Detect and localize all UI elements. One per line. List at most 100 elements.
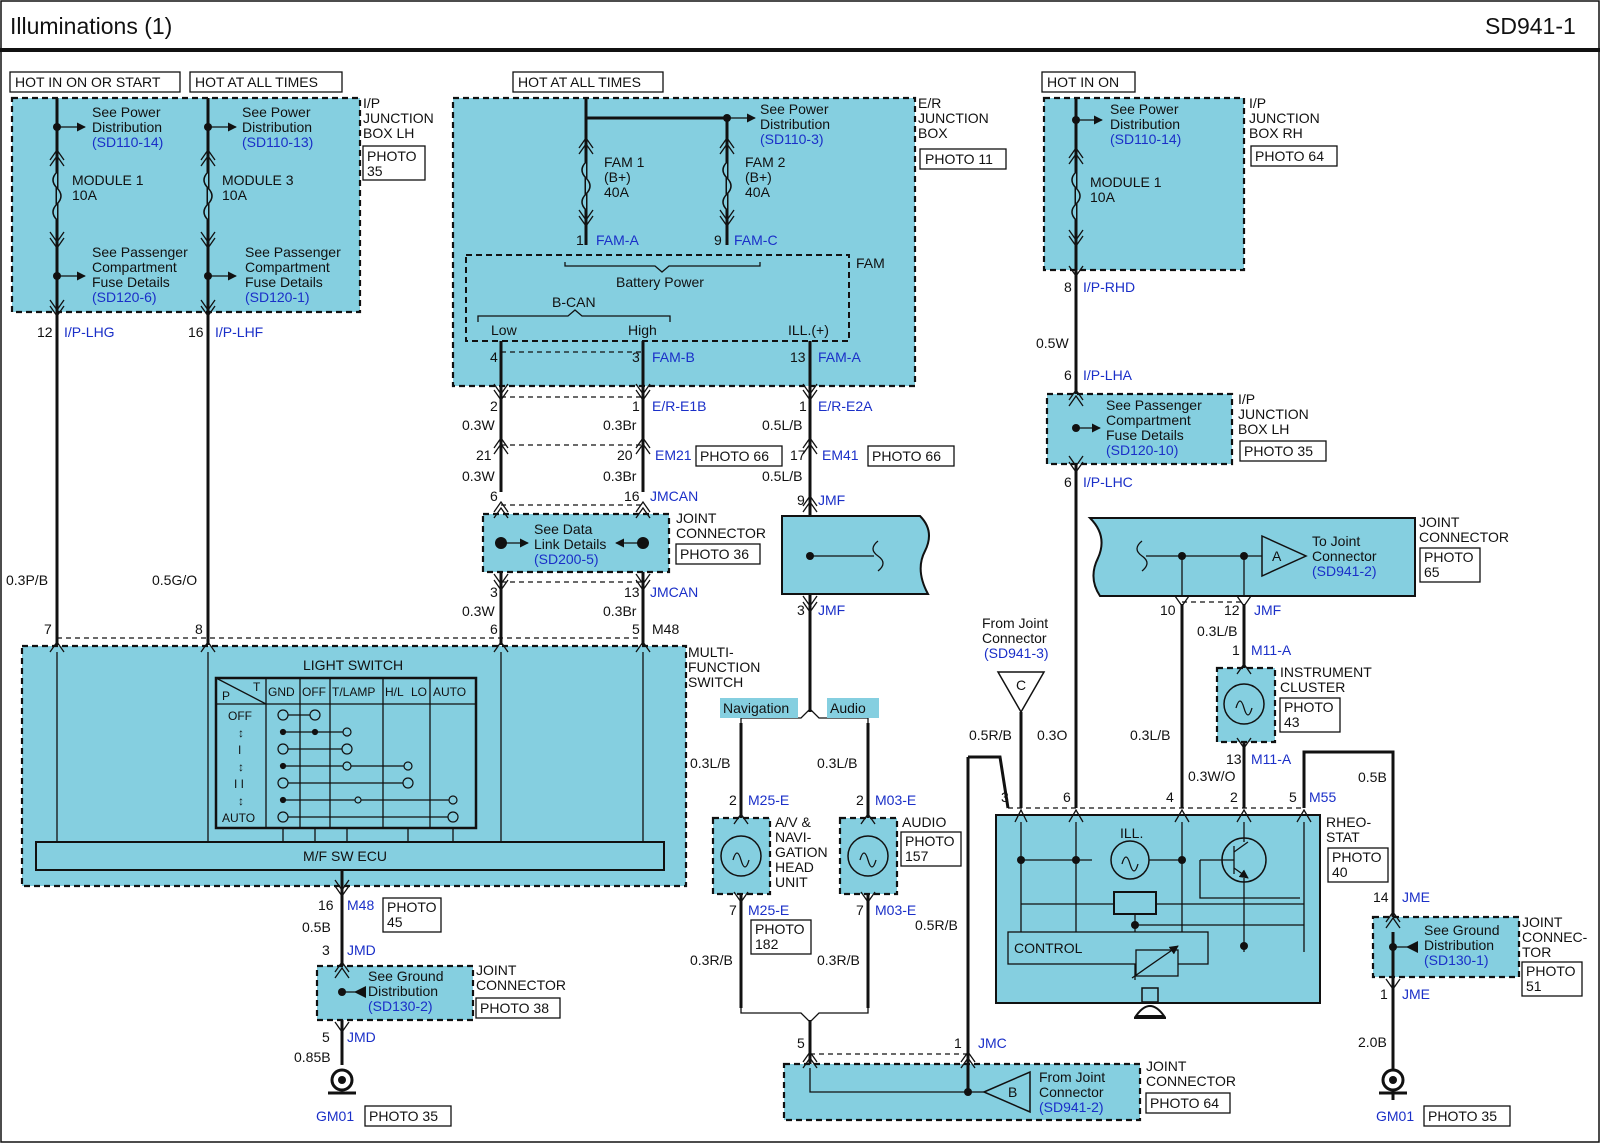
page-title: Illuminations (1) (10, 13, 172, 39)
hot-on-start-label: HOT IN ON OR START (15, 74, 161, 90)
jmcan-pin-6: 6 (490, 488, 498, 504)
wire-05b: 0.5B (302, 919, 331, 935)
light-switch-title: LIGHT SWITCH (303, 657, 403, 673)
m48-pin-6: 6 (490, 621, 498, 637)
rheo-label-1: RHEO- (1326, 814, 1371, 830)
fam-a2-conn: FAM-A (818, 349, 861, 365)
ic-photo-1: PHOTO (1284, 699, 1334, 715)
fam2-l3: 40A (745, 184, 771, 200)
ill-lamp-label: ILL. (1120, 825, 1143, 841)
ipjb-lh-photo-1: PHOTO (367, 148, 417, 164)
conn-jmc: JMC (978, 1035, 1007, 1051)
wire-05lb-2: 0.5L/B (762, 468, 802, 484)
jme-pin-1: 1 (1380, 986, 1388, 1002)
wire-05lb-1: 0.5L/B (762, 417, 802, 433)
hot-all-times-label-2: HOT AT ALL TIMES (518, 74, 641, 90)
av-label-1: A/V & (775, 814, 811, 830)
wire-03lb-ic: 0.3L/B (1197, 623, 1237, 639)
jmcan-pin-16: 16 (624, 488, 640, 504)
conn-ip-lhc: I/P-LHC (1083, 474, 1133, 490)
bcan-label: B-CAN (552, 294, 596, 310)
row-sep-2: ↕ (238, 760, 244, 774)
gd2-jc-l1: JOINT (1522, 914, 1563, 930)
gm01-left: GM01 (316, 1108, 354, 1124)
ipjb-lh2-label-2: JUNCTION (1238, 406, 1309, 422)
wire-03lb-audio: 0.3L/B (817, 755, 857, 771)
fjc-b-ref[interactable]: (SD941-2) (1039, 1099, 1104, 1115)
gd1-jc-l2: CONNECTOR (476, 977, 566, 993)
audio-label: AUDIO (902, 814, 946, 830)
gd1-ref[interactable]: (SD130-2) (368, 998, 433, 1014)
col-hl: H/L (385, 685, 404, 699)
erjb-pd-ref[interactable]: (SD110-3) (760, 131, 824, 147)
ipjb-lh-pc1-l1: See Passenger (92, 244, 188, 260)
jmcan-pin-13: 13 (624, 584, 640, 600)
ground-joint-connector-1 (315, 964, 475, 1022)
fuse-module1-rating: 10A (72, 187, 98, 203)
conn-jmf-1: JMF (818, 492, 845, 508)
conn-jmf-2: JMF (818, 602, 845, 618)
conn-jmf-right: JMF (1254, 602, 1281, 618)
mfs-label-2: FUNCTION (688, 659, 760, 675)
diagram-code: SD941-1 (1485, 13, 1576, 39)
erjb-label-1: E/R (918, 95, 941, 111)
conn-ip-lhg: I/P-LHG (64, 324, 115, 340)
er-junction-box (451, 96, 917, 388)
ipjb-lh-pd2-line1: See Power (242, 104, 311, 120)
wire-05go: 0.5G/O (152, 572, 197, 588)
jmf-pin-3: 3 (797, 602, 805, 618)
fuse-module3-name: MODULE 3 (222, 172, 294, 188)
ipjb-lh-label-2: JUNCTION (363, 110, 434, 126)
conn-m11a-2: M11-A (1251, 751, 1292, 767)
ipjb-lh-pc1-ref[interactable]: (SD120-6) (92, 289, 157, 305)
em21-photo: PHOTO 66 (700, 448, 769, 464)
m11-pin-1: 1 (1232, 642, 1240, 658)
right-pc-ref[interactable]: (SD120-10) (1106, 442, 1178, 458)
conn-m25e-2: M25-E (748, 902, 789, 918)
conn-ip-rhd: I/P-RHD (1083, 279, 1135, 295)
fam-b-conn: FAM-B (652, 349, 695, 365)
right-pd-ref[interactable]: (SD110-14) (1110, 131, 1181, 147)
ipjb-lh-pd1-ref[interactable]: (SD110-14) (92, 134, 163, 150)
battery-power: Battery Power (616, 274, 704, 290)
ipjb-rh-photo: PHOTO 64 (1255, 148, 1324, 164)
jmf-pin-10: 10 (1160, 602, 1176, 618)
fam-pin-1: 1 (576, 232, 584, 248)
dl-jc-l1: JOINT (676, 510, 717, 526)
conn-jme: JME (1402, 889, 1430, 905)
m11-pin-13: 13 (1226, 751, 1242, 767)
ipjb-lh2-label-3: BOX LH (1238, 421, 1289, 437)
data-link-ref[interactable]: (SD200-5) (534, 551, 599, 567)
tri-c: C (1016, 677, 1026, 693)
rheo-pin-2: 2 (1230, 789, 1238, 805)
fjc-c-ref[interactable]: (SD941-3) (984, 645, 1049, 661)
m03-pin-2: 2 (856, 792, 864, 808)
gd2-jc-l3: TOR (1522, 944, 1551, 960)
ipjb-lh-pc2-ref[interactable]: (SD120-1) (245, 289, 310, 305)
gd2-l2: Distribution (1424, 937, 1494, 953)
m48-photo-1: PHOTO (387, 899, 437, 915)
wire-03pb: 0.3P/B (6, 572, 48, 588)
right-pc-l2: Compartment (1106, 412, 1191, 428)
ipjb-rh-label-2: JUNCTION (1249, 110, 1320, 126)
ipjb-lh-pd2-ref[interactable]: (SD110-13) (242, 134, 313, 150)
audio-tab-label: Audio (830, 700, 866, 716)
mfs-pin-8: 8 (195, 621, 203, 637)
right-pd-l2: Distribution (1110, 116, 1180, 132)
light-switch-table: P T GND OFF T/LAMP H/L LO AUTO OFF ↕ I ↕… (214, 676, 478, 830)
low-label: Low (491, 322, 518, 338)
dl-jc-photo: PHOTO 36 (680, 546, 749, 562)
wire-03br-1: 0.3Br (603, 417, 637, 433)
ic-photo-2: 43 (1284, 714, 1300, 730)
row-i: I (238, 743, 241, 757)
ground-symbol-2 (1379, 1068, 1407, 1095)
ipjb-lh-label-1: I/P (363, 95, 380, 111)
fam-a-conn: FAM-A (596, 232, 639, 248)
fam-pin-4: 4 (490, 349, 498, 365)
fjc-b-l2: Connector (1039, 1084, 1104, 1100)
mf-sw-ecu (35, 841, 665, 871)
gd2-ref[interactable]: (SD130-1) (1424, 952, 1489, 968)
tjc-ref[interactable]: (SD941-2) (1312, 563, 1377, 579)
erjb-pd-l2: Distribution (760, 116, 830, 132)
